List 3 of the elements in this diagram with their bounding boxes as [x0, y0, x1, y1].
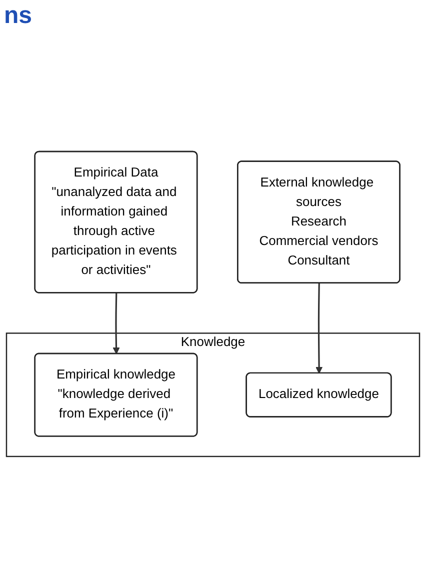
- arrow: [316, 283, 323, 374]
- title: ns: [4, 2, 32, 30]
- arrow: [112, 293, 120, 354]
